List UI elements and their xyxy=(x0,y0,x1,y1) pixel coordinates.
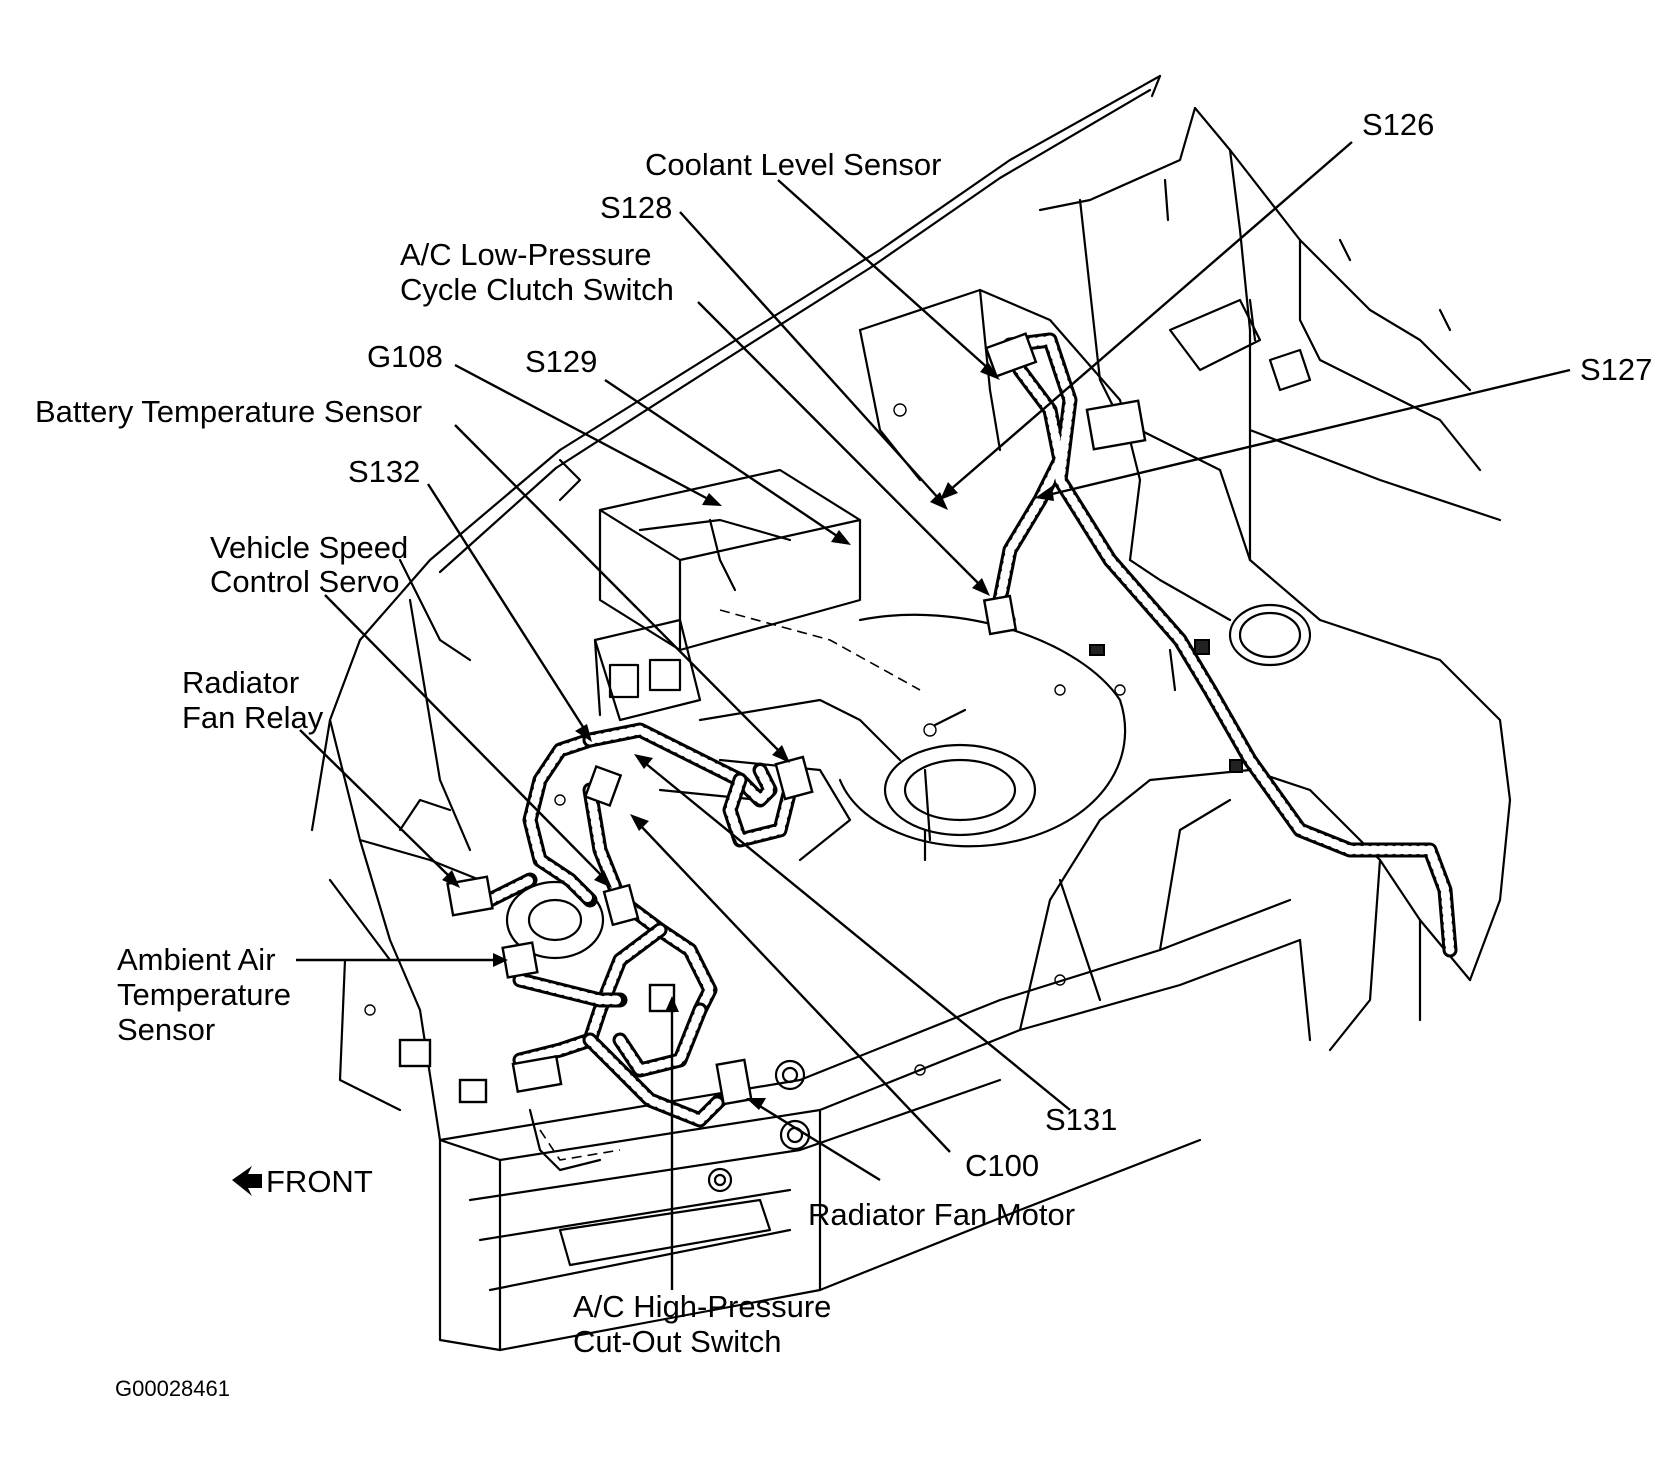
label-ambient-air-line3: Sensor xyxy=(117,1012,215,1047)
label-ambient-air-line2: Temperature xyxy=(117,977,291,1012)
label-s131: S131 xyxy=(1045,1102,1117,1137)
figure-id: G00028461 xyxy=(115,1376,230,1401)
label-s127: S127 xyxy=(1580,352,1652,387)
label-radiator-fan-relay-line2: Fan Relay xyxy=(182,700,324,735)
label-battery-temperature-sensor: Battery Temperature Sensor xyxy=(35,394,422,429)
label-g108: G108 xyxy=(367,339,443,374)
label-ac-high-pressure-line2: Cut-Out Switch xyxy=(573,1324,781,1359)
front-arrow-icon xyxy=(232,1166,262,1196)
label-ac-low-pressure-line1: A/C Low-Pressure xyxy=(400,237,652,272)
label-c100: C100 xyxy=(965,1148,1039,1183)
label-s126: S126 xyxy=(1362,107,1434,142)
connectors xyxy=(398,332,1243,1172)
label-radiator-fan-relay-line1: Radiator xyxy=(182,665,299,700)
label-coolant-level-sensor: Coolant Level Sensor xyxy=(645,147,941,182)
label-radiator-fan-motor: Radiator Fan Motor xyxy=(808,1197,1075,1232)
wiring-harness xyxy=(482,332,1458,1128)
label-s128: S128 xyxy=(600,190,672,225)
label-vehicle-speed-line2: Control Servo xyxy=(210,564,400,599)
leader-lines xyxy=(296,141,1571,1290)
label-front: FRONT xyxy=(266,1164,373,1199)
label-vehicle-speed-line1: Vehicle Speed xyxy=(210,530,408,565)
label-s132: S132 xyxy=(348,454,420,489)
label-s129: S129 xyxy=(525,344,597,379)
callout-labels: Coolant Level Sensor S126 S128 A/C Low-P… xyxy=(35,107,1652,1401)
label-ac-low-pressure-line2: Cycle Clutch Switch xyxy=(400,272,674,307)
label-ac-high-pressure-line1: A/C High-Pressure xyxy=(573,1289,831,1324)
label-ambient-air-line1: Ambient Air xyxy=(117,942,276,977)
